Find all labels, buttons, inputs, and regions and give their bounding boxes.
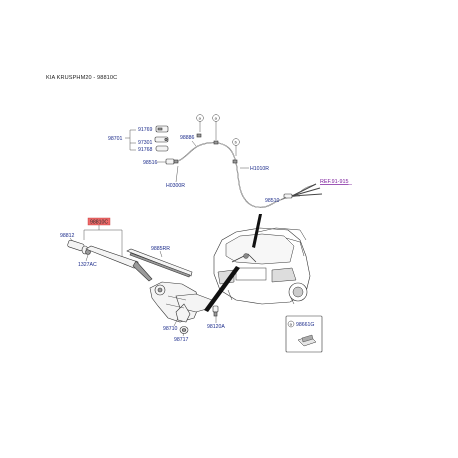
label-98717[interactable]: 98717 bbox=[174, 337, 189, 343]
leader-98710 bbox=[173, 317, 179, 327]
leader-98810C bbox=[98, 225, 123, 262]
label-91768[interactable]: 91768 bbox=[138, 147, 153, 153]
leader-98701 bbox=[125, 129, 136, 139]
wiper-blade bbox=[126, 248, 193, 278]
hose-branches bbox=[291, 183, 323, 197]
bolt-98120A bbox=[212, 305, 219, 317]
hose-clip-1 bbox=[196, 133, 202, 138]
washer-nozzle-cap bbox=[155, 125, 169, 133]
nozzle-gasket bbox=[155, 145, 169, 152]
vehicle-rear-illustration bbox=[213, 227, 311, 305]
washer-hose bbox=[177, 142, 301, 208]
label-H1010R[interactable]: H1010R bbox=[250, 166, 269, 172]
callout-a: a bbox=[196, 114, 204, 132]
label-97301[interactable]: 97301 bbox=[138, 140, 153, 146]
diagram-title: KIA KRUSPHM20 - 98810C bbox=[46, 75, 118, 81]
hose-connector bbox=[165, 158, 179, 165]
pointer-to-motor bbox=[204, 266, 240, 312]
leader-98701-c bbox=[129, 143, 136, 151]
leader-98886 bbox=[191, 140, 197, 147]
leader-1327AC bbox=[85, 254, 89, 262]
label-98710[interactable]: 98710 bbox=[163, 326, 178, 332]
label-98661G[interactable]: 98661G bbox=[296, 322, 314, 328]
leader-98510 bbox=[280, 196, 287, 201]
hose-clip-2 bbox=[213, 140, 219, 145]
label-98812[interactable]: 98812 bbox=[60, 233, 75, 239]
inset-98661G: a bbox=[285, 315, 323, 353]
leader-98810C-b bbox=[83, 229, 99, 240]
label-98701[interactable]: 98701 bbox=[108, 136, 123, 142]
label-98886[interactable]: 98886 bbox=[180, 135, 195, 141]
svg-text:b: b bbox=[235, 140, 238, 145]
pointer-to-nozzle bbox=[252, 214, 262, 248]
label-9885RR[interactable]: 9885RR bbox=[151, 246, 170, 252]
washer-nozzle bbox=[154, 136, 169, 143]
label-98120A[interactable]: 98120A bbox=[207, 324, 225, 330]
wiper-motor bbox=[149, 281, 213, 323]
label-98810C[interactable]: 98810C bbox=[90, 220, 108, 226]
label-91769[interactable]: 91769 bbox=[138, 127, 153, 133]
leader-H0300R bbox=[175, 165, 179, 183]
wiper-arm-cap bbox=[67, 239, 89, 255]
label-1327AC[interactable]: 1327AC bbox=[78, 262, 97, 268]
label-H0300R[interactable]: H0300R bbox=[166, 183, 185, 189]
label-98510[interactable]: 98510 bbox=[265, 198, 280, 204]
wiper-arm bbox=[85, 245, 153, 282]
label-98516[interactable]: 98516 bbox=[143, 160, 158, 166]
leader-98701-b bbox=[129, 138, 136, 144]
ref-link-91-915[interactable]: REF.91-915 bbox=[320, 179, 348, 185]
svg-text:a: a bbox=[290, 322, 293, 327]
leader-98717 bbox=[182, 332, 185, 337]
svg-text:a: a bbox=[199, 116, 202, 121]
grommet-98717 bbox=[179, 326, 189, 334]
leader-9885RR bbox=[159, 250, 163, 258]
svg-text:a: a bbox=[215, 116, 218, 121]
callout-b: b bbox=[232, 138, 240, 156]
hose-clip-3 bbox=[232, 159, 238, 164]
callout-a-2: a bbox=[212, 114, 220, 140]
